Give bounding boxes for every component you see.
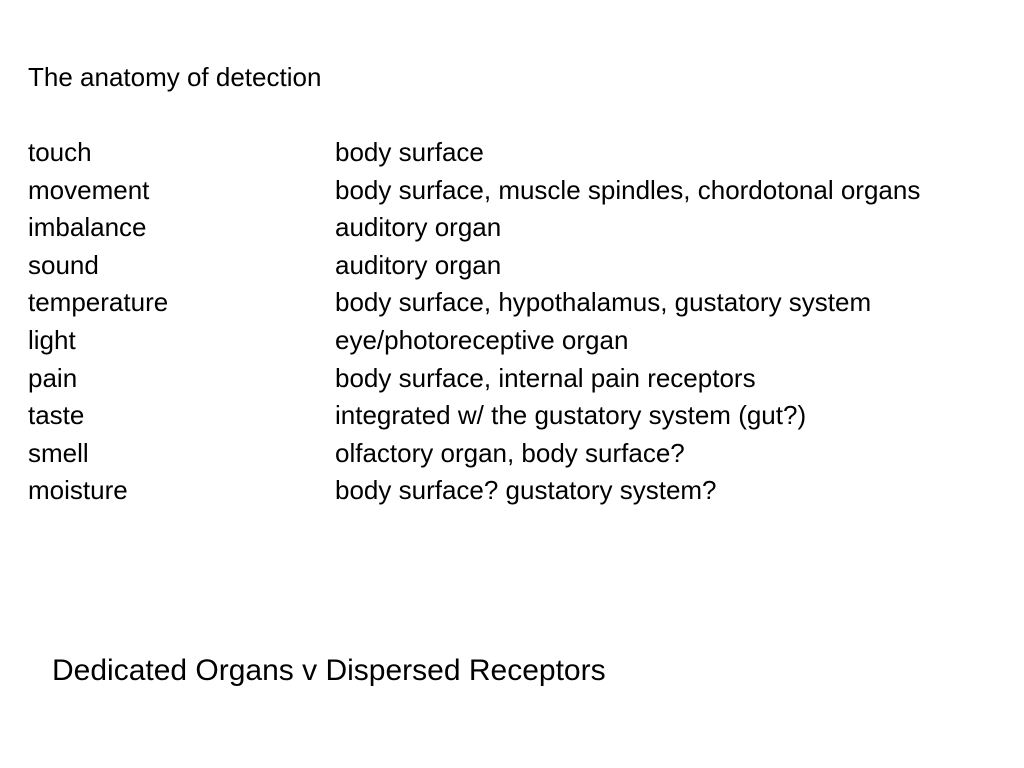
- organ-description: body surface, hypothalamus, gustatory sy…: [335, 287, 872, 318]
- stimulus-label: touch: [28, 137, 92, 167]
- list-row-moisture: moisture body surface? gustatory system?: [28, 472, 1008, 510]
- stimulus-label: smell: [28, 437, 89, 468]
- organ-description: auditory organ: [335, 212, 502, 243]
- organ-description: integrated w/ the gustatory system (gut?…: [335, 400, 807, 431]
- organ-description: auditory organ: [335, 249, 502, 280]
- organ-description: olfactory organ, body surface?: [335, 437, 685, 468]
- organ-description: body surface: [335, 137, 484, 167]
- stimulus-label: moisture: [28, 475, 128, 506]
- list-row-movement: movement body surface, muscle spindles, …: [28, 172, 1008, 210]
- list-row-sound: sound auditory organ: [28, 247, 1008, 285]
- footer-caption: Dedicated Organs v Dispersed Receptors: [52, 654, 606, 687]
- list-row-imbalance: imbalance auditory organ: [28, 209, 1008, 247]
- list-row-temperature: temperature body surface, hypothalamus, …: [28, 284, 1008, 322]
- organ-description: body surface? gustatory system?: [335, 475, 717, 506]
- stimulus-label: pain: [28, 362, 78, 393]
- list-row-pain: pain body surface, internal pain recepto…: [28, 360, 1008, 398]
- list-row-light: light eye/photoreceptive organ: [28, 322, 1008, 360]
- stimulus-label: imbalance: [28, 212, 147, 243]
- stimulus-label: temperature: [28, 287, 169, 318]
- organ-description: eye/photoreceptive organ: [335, 324, 629, 355]
- stimulus-label: sound: [28, 249, 99, 280]
- list-row-smell: smell olfactory organ, body surface?: [28, 435, 1008, 473]
- list-row-taste: taste integrated w/ the gustatory system…: [28, 397, 1008, 435]
- list-row-touch: touch body surface: [28, 134, 1008, 172]
- organ-description: body surface, muscle spindles, chordoton…: [335, 174, 921, 205]
- detection-list: touch body surface movement body surface…: [28, 134, 1008, 510]
- organ-description: body surface, internal pain receptors: [335, 362, 756, 393]
- stimulus-label: movement: [28, 174, 150, 205]
- slide-title: The anatomy of detection: [28, 62, 322, 92]
- stimulus-label: light: [28, 324, 76, 355]
- stimulus-label: taste: [28, 400, 85, 431]
